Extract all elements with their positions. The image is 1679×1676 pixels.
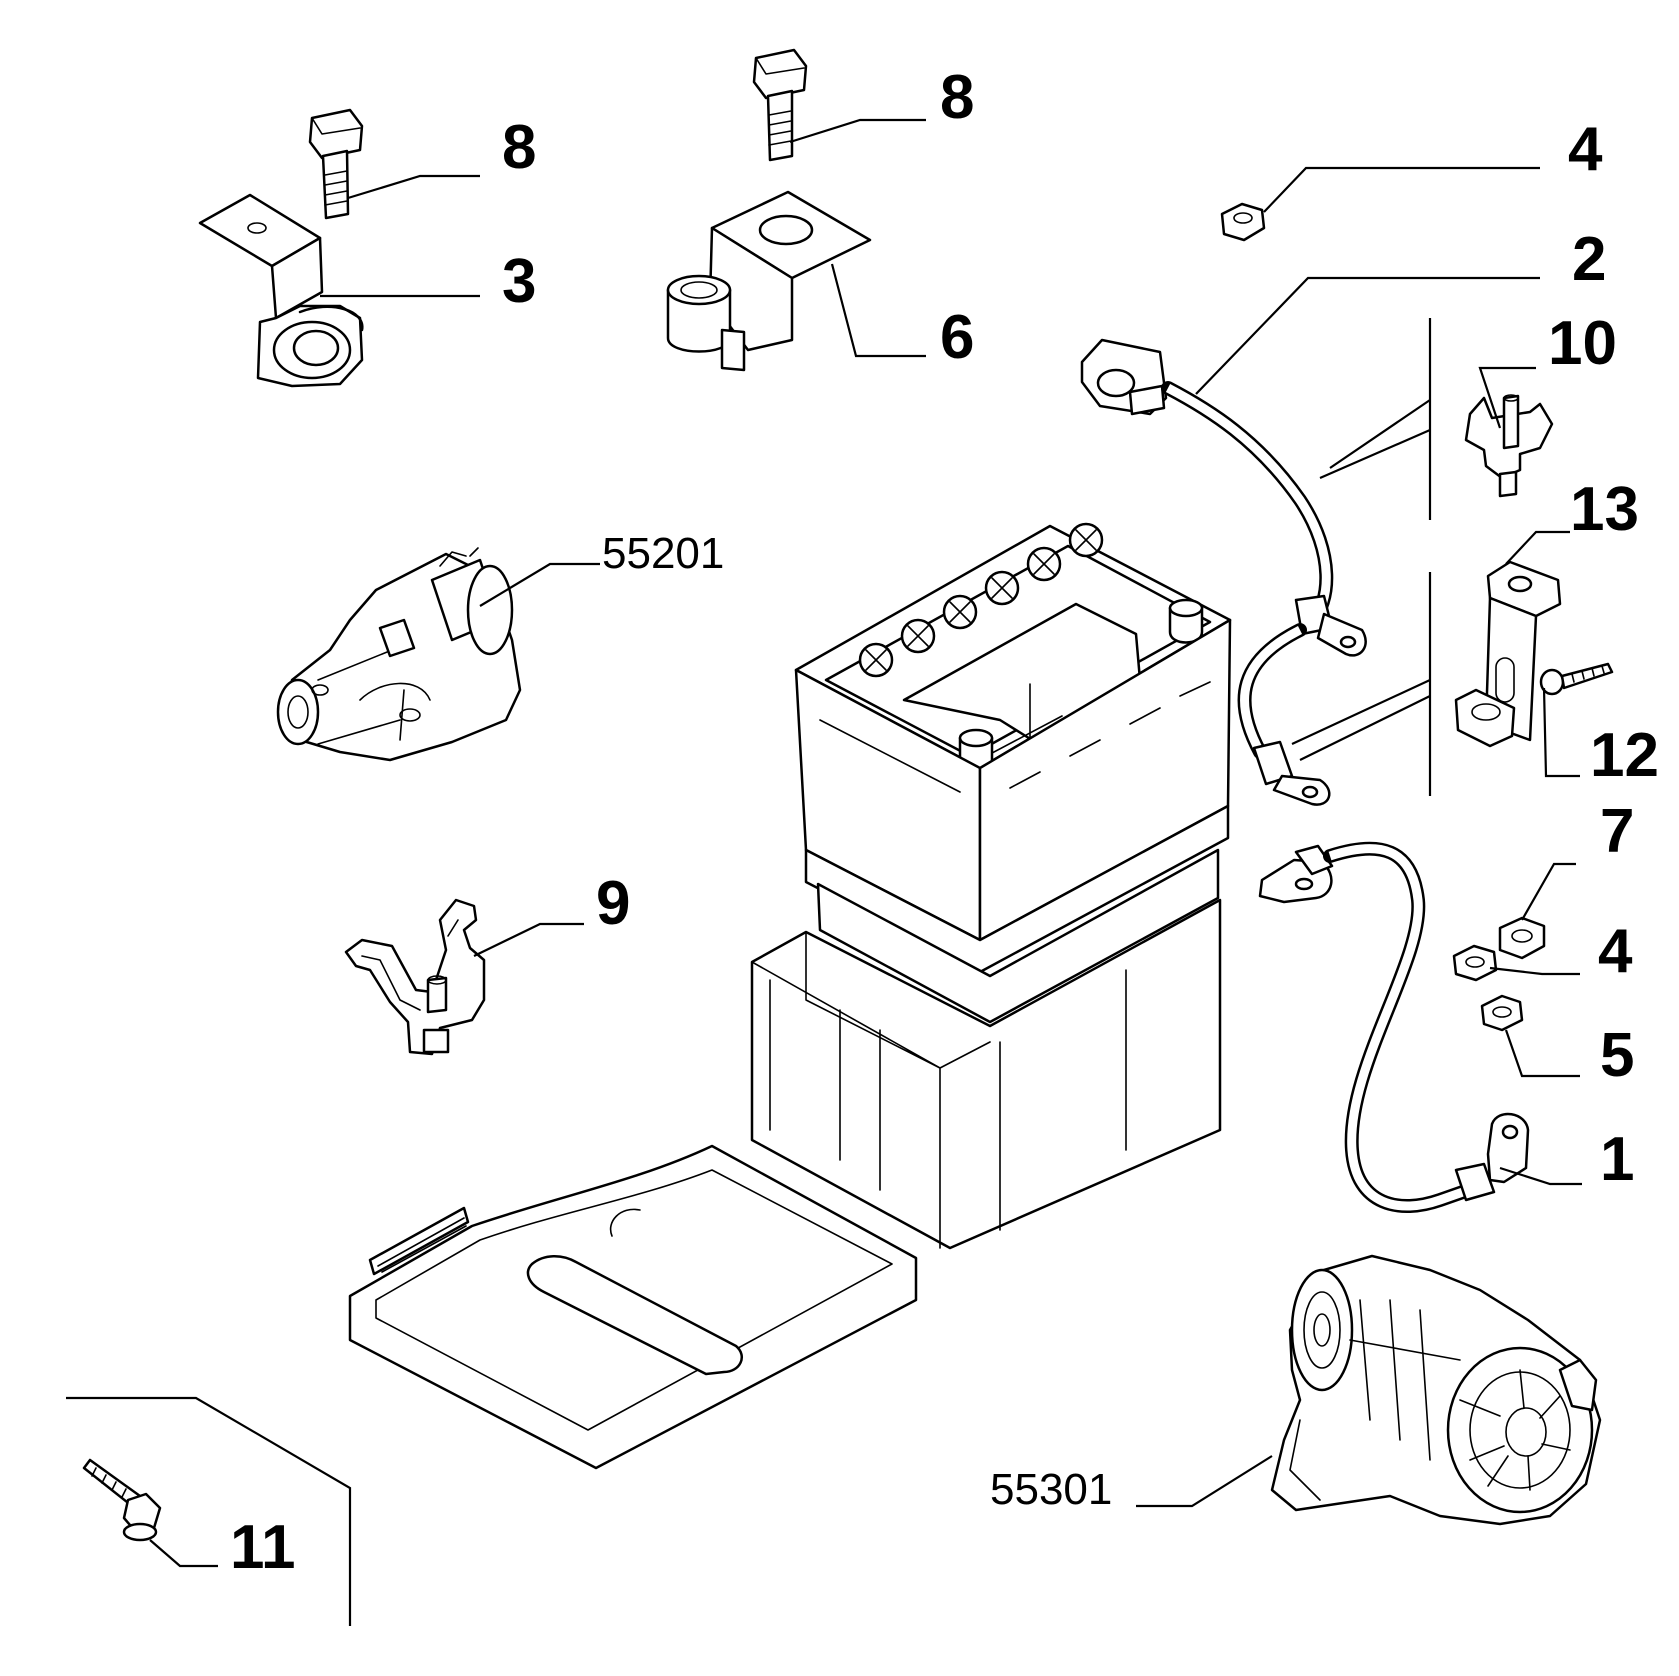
cable-1 bbox=[1258, 841, 1530, 1213]
battery bbox=[794, 522, 1232, 1024]
bolt-8-middle bbox=[752, 48, 808, 162]
callout-8-middle: 8 bbox=[940, 63, 974, 132]
callout-13: 13 bbox=[1570, 475, 1639, 544]
nut-7 bbox=[1498, 916, 1546, 960]
alternator-55301 bbox=[1270, 1254, 1602, 1526]
battery-tray bbox=[750, 898, 1222, 1250]
callout-9: 9 bbox=[596, 869, 630, 938]
callout-4-bottom: 4 bbox=[1598, 917, 1633, 986]
bracket-9 bbox=[344, 898, 486, 1056]
leader-lines bbox=[66, 118, 1582, 1626]
callout-2: 2 bbox=[1572, 225, 1606, 294]
starter-motor-55201 bbox=[276, 547, 522, 762]
callout-5: 5 bbox=[1600, 1021, 1634, 1090]
callout-10: 10 bbox=[1548, 309, 1617, 378]
bolt-8-left bbox=[308, 108, 364, 220]
cable-2 bbox=[1080, 338, 1367, 806]
callout-4-top: 4 bbox=[1568, 115, 1603, 184]
callout-8-left: 8 bbox=[502, 113, 536, 182]
callout-1: 1 bbox=[1600, 1125, 1634, 1194]
bracket-3 bbox=[198, 193, 364, 388]
callout-3: 3 bbox=[502, 247, 536, 316]
nut-4-top bbox=[1220, 202, 1266, 242]
callout-12: 12 bbox=[1590, 721, 1659, 790]
clip-10 bbox=[1464, 394, 1554, 498]
code-55201: 55201 bbox=[602, 529, 724, 578]
bracket-13 bbox=[1454, 560, 1562, 748]
callout-11: 11 bbox=[230, 1513, 296, 1582]
bolt-11 bbox=[82, 1458, 162, 1542]
nut-4-bottom bbox=[1452, 944, 1498, 982]
bracket-6 bbox=[666, 190, 872, 372]
callout-labels: 8 8 3 6 4 2 10 13 12 7 4 5 1 9 11 55201 … bbox=[230, 63, 1659, 1582]
callout-7: 7 bbox=[1600, 797, 1634, 866]
code-55301: 55301 bbox=[990, 1465, 1112, 1514]
callout-6: 6 bbox=[940, 303, 974, 372]
nut-5 bbox=[1480, 994, 1524, 1032]
tray-cover bbox=[348, 1144, 918, 1470]
screw-12 bbox=[1539, 662, 1614, 696]
